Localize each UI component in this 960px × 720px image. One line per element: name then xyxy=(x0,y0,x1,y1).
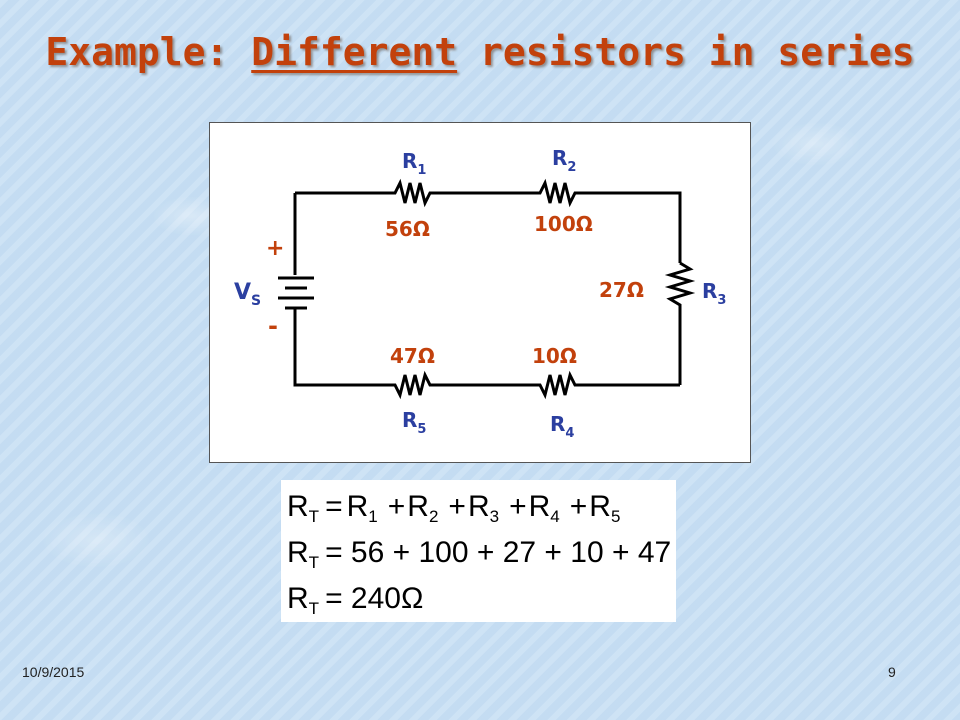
r4-name-main: R xyxy=(550,412,565,436)
r2-name: R2 xyxy=(552,146,576,175)
r3-name-main: R xyxy=(702,279,717,303)
source-label-sub: S xyxy=(251,293,261,309)
equation-svg: RT=R1+R2+R3+R4+R5 RT= 56 + 100 + 27 + 10… xyxy=(287,490,671,618)
source-label-main: V xyxy=(234,280,251,305)
slide-date: 10/9/2015 xyxy=(22,664,85,680)
r4-name-sub: 4 xyxy=(565,426,574,441)
title-underlined-word: Different xyxy=(251,30,458,74)
battery-plus-sign: + xyxy=(266,236,284,261)
circuit-svg: + - VS R1 56Ω R2 100Ω R3 27Ω R4 10Ω R5 4… xyxy=(234,146,726,441)
eq1-term2-sub: 2 xyxy=(429,507,438,526)
r5-value: 47Ω xyxy=(390,344,435,368)
eq1-equals: = xyxy=(325,490,343,523)
eq1-term1-sub: 1 xyxy=(368,507,377,526)
r3-name: R3 xyxy=(702,279,726,308)
r5-name: R5 xyxy=(402,408,426,437)
r4-name: R4 xyxy=(550,412,574,441)
r2-name-main: R xyxy=(552,146,567,170)
r5-name-main: R xyxy=(402,408,417,432)
eq3-lhs: R xyxy=(287,582,309,615)
eq2-lhs: R xyxy=(287,536,309,569)
title-prefix: Example: xyxy=(45,30,252,74)
r1-name: R1 xyxy=(402,149,426,178)
r1-name-main: R xyxy=(402,149,417,173)
equation-line-1: RT=R1+R2+R3+R4+R5 xyxy=(287,490,620,526)
slide-title: Example: Different resistors in series xyxy=(0,30,960,74)
eq1-term1: R xyxy=(347,490,369,523)
equation-line-3: RT = 240Ω xyxy=(287,582,423,618)
wire-top xyxy=(295,178,682,263)
r3-value: 27Ω xyxy=(599,278,644,302)
circuit-diagram: + - VS R1 56Ω R2 100Ω R3 27Ω R4 10Ω R5 4… xyxy=(209,122,751,463)
battery-minus-sign: - xyxy=(268,312,278,340)
r1-value: 56Ω xyxy=(385,217,430,241)
eq2-lhs-sub: T xyxy=(309,553,319,572)
equation-line-2: RT = 56 + 100 + 27 + 10 + 47 xyxy=(287,536,671,572)
eq1-lhs-sub: T xyxy=(309,507,319,526)
eq1-term5-sub: 5 xyxy=(611,507,620,526)
eq1-plus-4: + xyxy=(570,490,588,523)
eq1-term5: R xyxy=(589,490,611,523)
eq1-plus-3: + xyxy=(509,490,527,523)
eq1-lhs: R xyxy=(287,490,309,523)
wire-right xyxy=(664,261,696,385)
eq1-term2: R xyxy=(407,490,429,523)
eq3-rhs: = 240Ω xyxy=(325,582,423,615)
eq1-term4: R xyxy=(529,490,551,523)
wire-bottom xyxy=(293,323,680,400)
r2-value: 100Ω xyxy=(534,212,593,236)
eq1-plus-2: + xyxy=(448,490,466,523)
r1-name-sub: 1 xyxy=(417,163,426,178)
eq1-term4-sub: 4 xyxy=(550,507,559,526)
r3-name-sub: 3 xyxy=(717,293,726,308)
eq1-term3-sub: 3 xyxy=(490,507,499,526)
r2-name-sub: 2 xyxy=(567,160,576,175)
eq1-term3: R xyxy=(468,490,490,523)
source-label: VS xyxy=(234,280,261,309)
equation-box: RT=R1+R2+R3+R4+R5 RT= 56 + 100 + 27 + 10… xyxy=(281,480,676,622)
eq1-plus-1: + xyxy=(388,490,406,523)
slide-page-number: 9 xyxy=(888,664,896,680)
r4-value: 10Ω xyxy=(532,344,577,368)
title-suffix: resistors in series xyxy=(457,30,915,74)
r5-name-sub: 5 xyxy=(417,422,426,437)
eq3-lhs-sub: T xyxy=(309,599,319,618)
eq2-rhs: = 56 + 100 + 27 + 10 + 47 xyxy=(325,536,671,569)
